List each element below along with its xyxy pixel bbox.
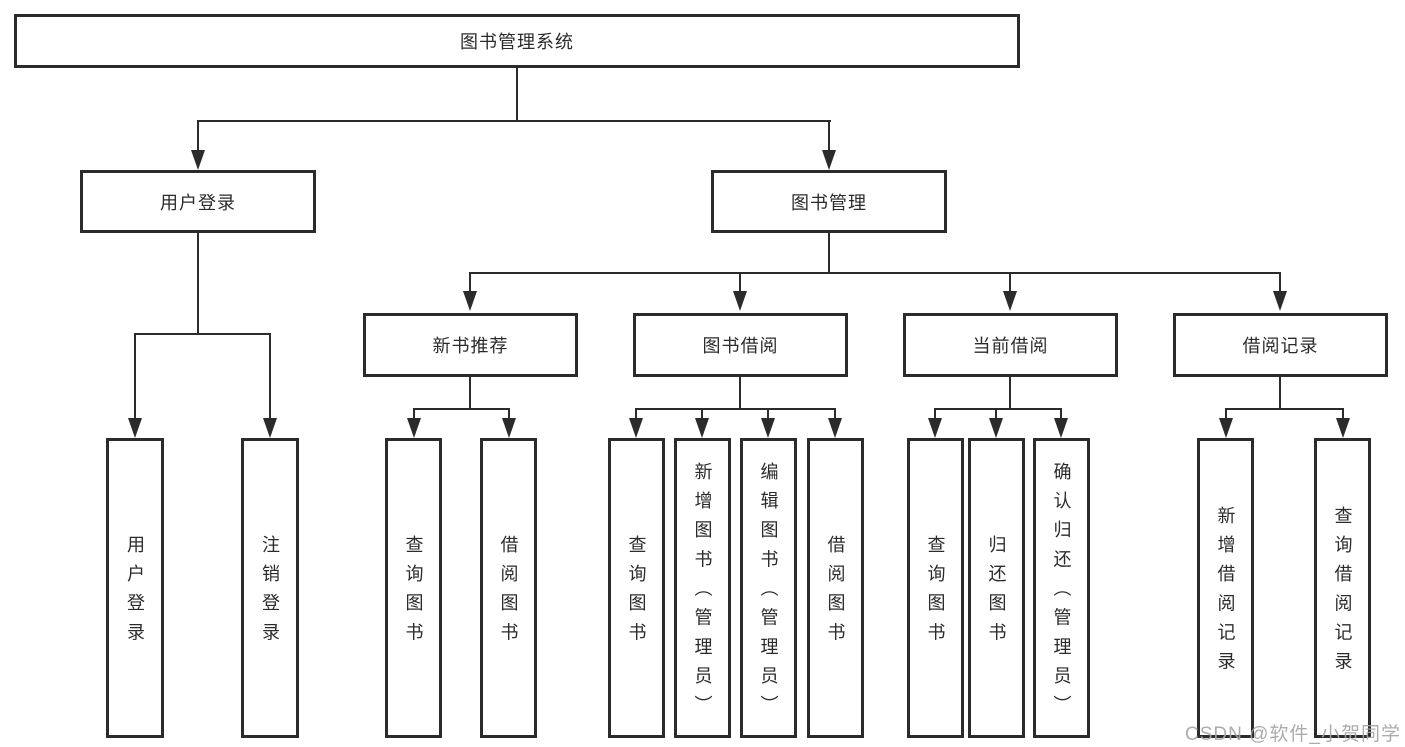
connector-arrow-down — [502, 418, 516, 438]
node-label: 注销登录 — [260, 535, 280, 652]
connector-line-v — [934, 408, 936, 418]
connector-line-v — [469, 272, 471, 291]
node-label: 借阅图书 — [825, 535, 846, 652]
connector-line-v — [197, 233, 199, 333]
leaf-borrow-books-recommend: 借阅图书 — [480, 438, 537, 738]
leaf-user-login: 用户登录 — [106, 438, 164, 738]
connector-line-v — [508, 408, 510, 418]
connector-line-h — [134, 333, 271, 335]
node-label: 借阅记录 — [1242, 336, 1319, 356]
node-label: 查询借阅记录 — [1332, 506, 1353, 682]
connector-arrow-down — [1273, 291, 1287, 311]
leaf-logout: 注销登录 — [241, 438, 299, 738]
node-label: 用户登录 — [160, 192, 236, 213]
node-book-management: 图书管理 — [711, 170, 947, 233]
connector-arrow-down — [1336, 418, 1350, 438]
node-label: 图书管理系统 — [460, 32, 574, 52]
connector-line-v — [1279, 272, 1281, 291]
connector-line-v — [134, 333, 136, 418]
node-current-borrowing: 当前借阅 — [903, 313, 1118, 377]
node-label: 新书推荐 — [432, 336, 509, 356]
connector-arrow-down — [191, 150, 205, 170]
node-user-login: 用户登录 — [80, 170, 316, 233]
connector-arrow-down — [407, 418, 421, 438]
node-label: 编辑图书（管理员） — [758, 462, 779, 725]
leaf-edit-books-admin: 编辑图书（管理员） — [740, 438, 797, 738]
node-label: 查询图书 — [403, 535, 424, 652]
connector-arrow-down — [828, 418, 842, 438]
connector-line-v — [1060, 408, 1062, 418]
connector-line-v — [413, 408, 415, 418]
leaf-return-books: 归还图书 — [968, 438, 1025, 738]
connector-arrow-down — [263, 418, 277, 438]
connector-line-v — [516, 68, 518, 120]
leaf-confirm-return-admin: 确认归还（管理员） — [1033, 438, 1090, 738]
node-library-management-system: 图书管理系统 — [14, 14, 1020, 68]
leaf-query-books-current: 查询图书 — [907, 438, 964, 738]
connector-line-h — [469, 272, 1281, 274]
node-label: 归还图书 — [986, 535, 1007, 652]
connector-line-h — [635, 408, 836, 410]
node-borrowing-records: 借阅记录 — [1173, 313, 1388, 377]
connector-line-v — [1279, 377, 1281, 408]
connector-line-v — [1225, 408, 1227, 418]
watermark: CSDN @软件_小贺同学 — [1185, 724, 1401, 745]
leaf-add-books-admin: 新增图书（管理员） — [674, 438, 731, 738]
leaf-query-books-recommend: 查询图书 — [385, 438, 442, 738]
connector-line-v — [635, 408, 637, 418]
connector-line-v — [834, 408, 836, 418]
connector-arrow-down — [629, 418, 643, 438]
node-label: 查询图书 — [626, 535, 647, 652]
connector-line-h — [413, 408, 510, 410]
node-label: 新增借阅记录 — [1215, 506, 1236, 682]
node-label: 确认归还（管理员） — [1051, 462, 1072, 725]
connector-arrow-down — [761, 418, 775, 438]
connector-line-v — [767, 408, 769, 418]
connector-line-h — [197, 120, 831, 122]
connector-line-v — [1009, 377, 1011, 408]
connector-arrow-down — [928, 418, 942, 438]
node-label: 图书借阅 — [702, 336, 779, 356]
node-label: 借阅图书 — [498, 535, 519, 652]
connector-arrow-down — [128, 418, 142, 438]
connector-arrow-down — [733, 291, 747, 311]
node-label: 查询图书 — [925, 535, 946, 652]
connector-line-v — [739, 377, 741, 408]
node-new-book-recommend: 新书推荐 — [363, 313, 578, 377]
leaf-add-borrow-record: 新增借阅记录 — [1197, 438, 1254, 738]
connector-line-h — [1225, 408, 1344, 410]
connector-line-v — [995, 408, 997, 418]
connector-arrow-down — [463, 291, 477, 311]
connector-arrow-down — [1054, 418, 1068, 438]
connector-line-v — [197, 120, 199, 150]
connector-line-v — [269, 333, 271, 418]
connector-arrow-down — [989, 418, 1003, 438]
node-book-borrowing: 图书借阅 — [633, 313, 848, 377]
connector-line-v — [828, 120, 830, 150]
connector-arrow-down — [695, 418, 709, 438]
connector-arrow-down — [822, 150, 836, 170]
connector-line-v — [1009, 272, 1011, 291]
leaf-query-books-borrowing: 查询图书 — [608, 438, 665, 738]
node-label: 图书管理 — [791, 192, 867, 213]
leaf-borrow-books: 借阅图书 — [807, 438, 864, 738]
connector-line-v — [1342, 408, 1344, 418]
node-label: 新增图书（管理员） — [692, 462, 713, 725]
connector-line-v — [469, 377, 471, 408]
connector-line-v — [701, 408, 703, 418]
connector-line-v — [739, 272, 741, 291]
connector-line-v — [828, 233, 830, 272]
connector-arrow-down — [1219, 418, 1233, 438]
connector-line-h — [934, 408, 1062, 410]
connector-arrow-down — [1003, 291, 1017, 311]
node-label: 当前借阅 — [972, 336, 1049, 356]
leaf-query-borrow-record: 查询借阅记录 — [1314, 438, 1371, 738]
node-label: 用户登录 — [125, 535, 145, 652]
